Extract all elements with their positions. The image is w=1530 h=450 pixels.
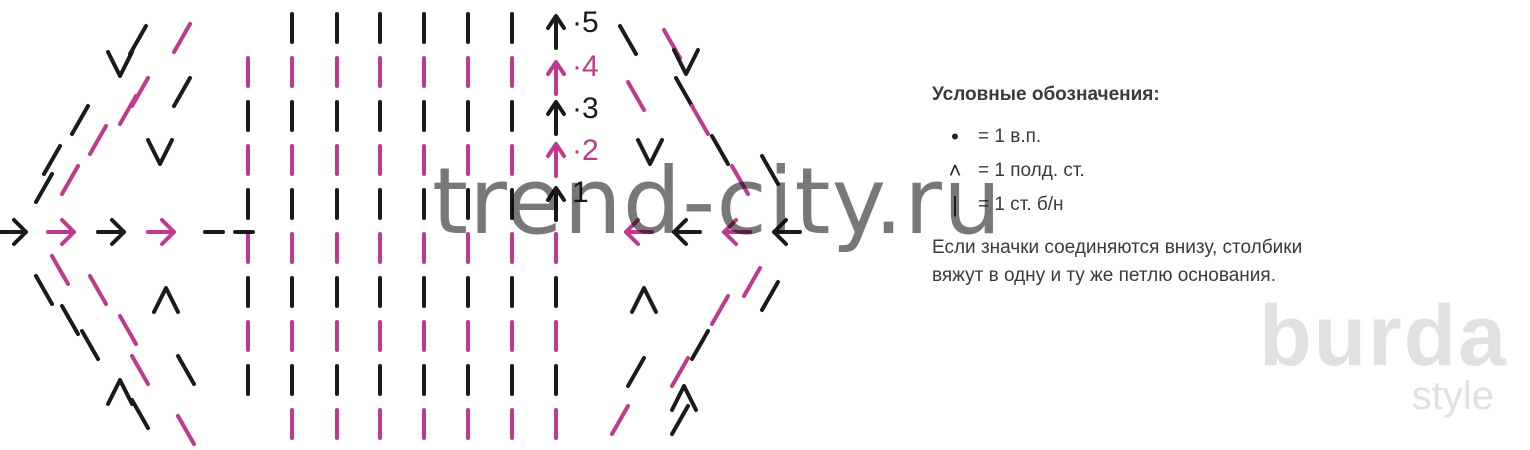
turning-chain-mark (546, 14, 566, 30)
row-number-label: ·5 (572, 6, 599, 39)
decrease-mark (636, 138, 664, 166)
decrease-mark (146, 138, 174, 166)
slanted-stitch-mark (60, 164, 80, 196)
turning-chain-mark (546, 142, 566, 158)
slanted-stitch-mark (130, 398, 150, 430)
single-crochet-icon: | (952, 192, 958, 217)
slanted-stitch-mark (618, 24, 638, 56)
turning-chain-mark (546, 60, 566, 76)
legend-item-half-double: ˄ = 1 полд. ст. (932, 154, 1512, 188)
increase-mark (152, 286, 180, 314)
chain-stitch-icon: • (951, 124, 959, 149)
slanted-stitch-mark (60, 304, 80, 336)
slanted-stitch-mark (610, 404, 630, 436)
decrease-mark (106, 50, 134, 78)
legend-note: Если значки соединяются внизу, столбики … (932, 234, 1512, 290)
slanted-stitch-mark (34, 274, 54, 306)
slanted-stitch-mark (760, 154, 780, 186)
brand-name: burda (1259, 288, 1508, 384)
turning-chain-mark (546, 100, 566, 116)
slanted-stitch-mark (742, 266, 762, 298)
slanted-stitch-mark (176, 414, 196, 446)
increase-mark (106, 378, 134, 406)
slanted-stitch-mark (690, 329, 710, 361)
slanted-stitch-mark (626, 80, 646, 112)
slanted-stitch-mark (710, 294, 730, 326)
arrow-mark (624, 218, 640, 246)
row-number-label: 1 (572, 176, 589, 209)
legend-item-chain: • = 1 в.п. (932, 120, 1512, 154)
legend-item-text: = 1 ст. б/н (978, 194, 1064, 215)
legend-item-text: = 1 в.п. (978, 126, 1042, 147)
slanted-stitch-mark (172, 76, 192, 108)
legend-note-line: вяжут в одну и ту же петлю основания. (932, 265, 1276, 286)
arrow-mark (772, 218, 788, 246)
slanted-stitch-mark (176, 354, 196, 386)
slanted-stitch-mark (42, 144, 62, 176)
arrow-mark (672, 218, 688, 246)
brand-sub: style (1411, 374, 1494, 418)
brand-logo: burda style (1168, 288, 1508, 418)
slanted-stitch-mark (80, 329, 100, 361)
legend: Условные обозначения: • = 1 в.п. ˄ = 1 п… (932, 84, 1512, 290)
half-double-crochet-icon: ˄ (948, 158, 962, 183)
slanted-stitch-mark (626, 356, 646, 388)
slanted-stitch-mark (88, 124, 108, 156)
row-number-label: ·3 (572, 92, 599, 125)
arrow-mark (110, 218, 126, 246)
decrease-mark (672, 48, 700, 76)
slanted-stitch-mark (670, 356, 690, 388)
legend-item-single: | = 1 ст. б/н (932, 188, 1512, 222)
slanted-stitch-mark (760, 280, 780, 312)
arrow-mark (160, 218, 176, 246)
row-number-label: ·4 (572, 50, 599, 83)
arrow-mark (722, 218, 738, 246)
turning-chain-mark (546, 186, 566, 202)
arrow-mark (12, 218, 28, 246)
slanted-stitch-mark (690, 104, 710, 136)
slanted-stitch-mark (130, 354, 150, 386)
slanted-stitch-mark (118, 94, 138, 126)
slanted-stitch-mark (128, 24, 148, 56)
slanted-stitch-mark (670, 404, 690, 436)
increase-mark (630, 286, 658, 314)
slanted-stitch-mark (118, 314, 138, 346)
legend-item-text: = 1 полд. ст. (978, 160, 1085, 181)
crochet-chart (0, 12, 802, 446)
slanted-stitch-mark (730, 164, 750, 196)
legend-title: Условные обозначения: (932, 84, 1160, 105)
slanted-stitch-mark (172, 22, 192, 54)
slanted-stitch-mark (88, 274, 108, 306)
slanted-stitch-mark (674, 76, 694, 108)
slanted-stitch-mark (70, 104, 90, 136)
slanted-stitch-mark (50, 254, 70, 286)
slanted-stitch-mark (710, 134, 730, 166)
legend-note-line: Если значки соединяются внизу, столбики (932, 237, 1303, 258)
arrow-mark (60, 218, 76, 246)
slanted-stitch-mark (34, 172, 54, 204)
row-number-label: ·2 (572, 134, 599, 167)
increase-mark (670, 384, 698, 412)
watermark: trend-city.ru (432, 148, 1003, 255)
